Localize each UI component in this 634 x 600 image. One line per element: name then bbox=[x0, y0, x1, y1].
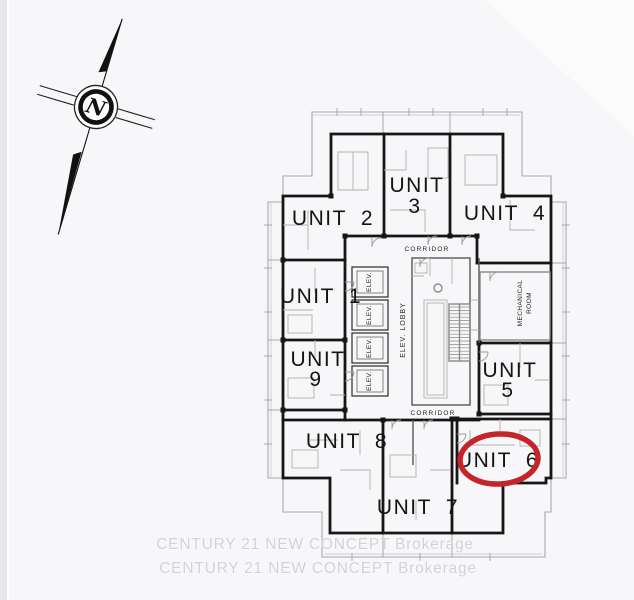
compass-crossbars bbox=[37, 85, 155, 129]
left-edge-shading bbox=[0, 0, 9, 600]
column-block bbox=[280, 407, 286, 413]
column-block bbox=[280, 337, 286, 343]
watermark-line-2: CENTURY 21 NEW CONCEPT Brokerage bbox=[159, 560, 477, 577]
column-block bbox=[449, 416, 455, 422]
unit-6-highlight-ellipse bbox=[457, 431, 541, 487]
unit-4-label: UNIT 4 bbox=[464, 202, 546, 225]
column-block bbox=[474, 233, 480, 239]
column-block bbox=[380, 417, 386, 423]
mechanical-room-label-line2: ROOM bbox=[526, 292, 533, 314]
corridor-top-label: CORRIDOR bbox=[405, 246, 450, 253]
unit-5-label-line2: 5 bbox=[501, 379, 514, 402]
column-block bbox=[342, 233, 348, 239]
column-block bbox=[342, 407, 348, 413]
watermark-line-1: CENTURY 21 NEW CONCEPT Brokerage bbox=[156, 536, 474, 553]
elev-lobby-label: ELEV. LOBBY bbox=[400, 302, 407, 358]
unit-5-label-line1: UNIT bbox=[483, 359, 538, 382]
corridor-bottom-label: CORRIDOR bbox=[411, 410, 456, 417]
compass-inner-ring bbox=[78, 89, 114, 125]
unit-6-label: UNIT 6 bbox=[457, 449, 539, 472]
unit-9-label-line2: 9 bbox=[309, 368, 322, 391]
column-block bbox=[500, 193, 506, 199]
mechanical-room-label-line1: MECHANICAL bbox=[517, 280, 524, 327]
column-block bbox=[476, 411, 482, 417]
elevator-label-1: ELEV. bbox=[366, 272, 373, 292]
column-block bbox=[454, 416, 460, 422]
interior-partitions bbox=[283, 147, 550, 520]
elevator-label-4: ELEV. bbox=[366, 371, 373, 391]
column-block bbox=[342, 337, 348, 343]
floor-plan: UNIT 1 UNIT 2 UNIT 3 UNIT 4 UNIT 5 UNIT … bbox=[264, 108, 570, 561]
elevator-label-3: ELEV. bbox=[366, 338, 373, 358]
balcony-outline bbox=[264, 108, 570, 561]
unit-9-label-line1: UNIT bbox=[291, 348, 346, 371]
column-block bbox=[381, 233, 387, 239]
column-block bbox=[328, 193, 334, 199]
unit-1-label: UNIT 1 bbox=[280, 285, 362, 308]
column-block bbox=[280, 257, 286, 263]
unit-7-label: UNIT 7 bbox=[377, 496, 459, 519]
wall-columns bbox=[280, 193, 506, 423]
unit-8-label: UNIT 8 bbox=[306, 430, 388, 453]
unit-2-label: UNIT 2 bbox=[292, 207, 374, 230]
compass-rose: N bbox=[37, 18, 155, 235]
interior-details bbox=[283, 147, 551, 520]
watermark: CENTURY 21 NEW CONCEPT Brokerage CENTURY… bbox=[156, 536, 477, 578]
elevator-label-2: ELEV. bbox=[366, 305, 373, 325]
boundary-ticks bbox=[264, 108, 570, 561]
room-labels: UNIT 1 UNIT 2 UNIT 3 UNIT 4 UNIT 5 UNIT … bbox=[280, 174, 546, 519]
mechanical-room-walls bbox=[479, 271, 551, 341]
unit-3-label-line2: 3 bbox=[408, 195, 421, 218]
door-arcs bbox=[344, 235, 500, 444]
unit-3-label-line1: UNIT bbox=[390, 174, 445, 197]
column-block bbox=[447, 233, 453, 239]
